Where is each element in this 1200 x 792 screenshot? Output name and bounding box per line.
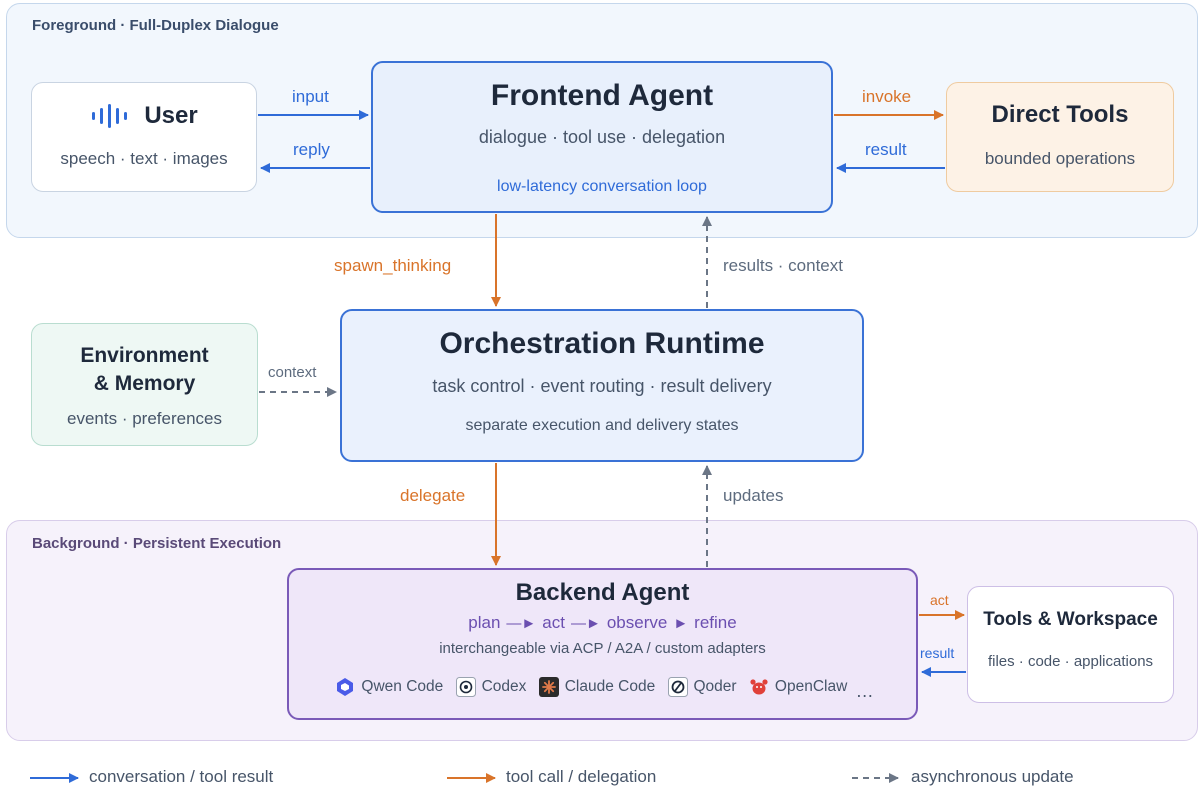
frontend-agent-loop: low-latency conversation loop bbox=[497, 178, 707, 195]
label-delegate: delegate bbox=[400, 486, 466, 505]
direct-tools-title: Direct Tools bbox=[991, 101, 1129, 128]
label-reply: reply bbox=[293, 140, 330, 159]
backend-agent-box: Backend Agent plan—►act—►observe►refine … bbox=[287, 568, 918, 720]
environment-title-line1: Environment bbox=[80, 344, 209, 367]
tools-workspace-box: Tools & Workspace files · code · applica… bbox=[967, 586, 1174, 703]
legend-tool-call: tool call / delegation bbox=[506, 767, 657, 786]
tools-workspace-subtitle: files · code · applications bbox=[987, 653, 1154, 670]
label-act: act bbox=[930, 592, 949, 608]
label-updates: updates bbox=[723, 486, 784, 505]
agent-qwen-code: Qwen Code bbox=[335, 677, 443, 697]
flow-arrow-icon: ► bbox=[673, 615, 689, 632]
direct-tools-box: Direct Tools bounded operations bbox=[946, 82, 1174, 192]
user-title: User bbox=[144, 102, 198, 129]
environment-title-line2: & Memory bbox=[93, 372, 196, 395]
label-result-small: result bbox=[920, 645, 955, 661]
background-region-title: Background · Persistent Execution bbox=[32, 535, 282, 552]
claude-code-icon bbox=[538, 677, 559, 697]
user-subtitle: speech · text · images bbox=[60, 149, 228, 168]
qoder-icon bbox=[667, 677, 688, 697]
agent-openclaw: OpenClaw bbox=[749, 677, 847, 697]
backend-agent-list: Qwen Code Codex Claude Code bbox=[289, 677, 916, 702]
frontend-agent-box: Frontend Agent dialogue · tool use · del… bbox=[371, 61, 833, 213]
flow-plan: plan bbox=[468, 613, 501, 632]
environment-subtitle: events · preferences bbox=[67, 409, 222, 428]
label-spawn-thinking: spawn_thinking bbox=[334, 256, 452, 275]
flow-observe: observe bbox=[606, 613, 668, 632]
foreground-region-title: Foreground · Full-Duplex Dialogue bbox=[32, 17, 279, 34]
direct-tools-subtitle: bounded operations bbox=[984, 149, 1136, 168]
label-result: result bbox=[865, 140, 907, 159]
flow-act: act bbox=[542, 613, 565, 632]
qwen-code-icon bbox=[337, 678, 354, 696]
frontend-agent-subtitle: dialogue · tool use · delegation bbox=[478, 127, 726, 147]
codex-icon bbox=[455, 677, 476, 697]
user-box: User speech · text · images bbox=[31, 82, 257, 192]
openclaw-icon bbox=[750, 679, 768, 695]
label-results-context: results · context bbox=[723, 256, 843, 275]
backend-agent-title: Backend Agent bbox=[515, 579, 690, 606]
legend-conversation: conversation / tool result bbox=[89, 767, 274, 786]
tools-workspace-title: Tools & Workspace bbox=[983, 609, 1158, 630]
frontend-agent-title: Frontend Agent bbox=[490, 79, 714, 112]
flow-arrow-icon: —► bbox=[506, 615, 537, 632]
flow-refine: refine bbox=[694, 613, 737, 632]
label-invoke: invoke bbox=[862, 87, 912, 106]
legend-async: asynchronous update bbox=[911, 767, 1074, 786]
orchestration-note: separate execution and delivery states bbox=[465, 417, 739, 434]
agent-more: … bbox=[855, 681, 874, 701]
agent-codex: Codex bbox=[455, 677, 526, 697]
environment-memory-box: Environment & Memory events · preference… bbox=[31, 323, 258, 446]
orchestration-subtitle: task control · event routing · result de… bbox=[432, 376, 772, 396]
orchestration-title: Orchestration Runtime bbox=[439, 327, 765, 360]
label-input: input bbox=[292, 87, 329, 106]
agent-claude-code: Claude Code bbox=[538, 677, 655, 697]
orchestration-runtime-box: Orchestration Runtime task control · eve… bbox=[340, 309, 864, 462]
flow-arrow-icon: —► bbox=[570, 615, 601, 632]
label-context: context bbox=[268, 364, 317, 381]
agent-qoder: Qoder bbox=[667, 677, 737, 697]
backend-flow: plan —► act —► observe ► refine bbox=[289, 613, 916, 633]
waveform-icon bbox=[92, 104, 128, 128]
backend-agent-note: interchangeable via ACP / A2A / custom a… bbox=[439, 640, 766, 657]
